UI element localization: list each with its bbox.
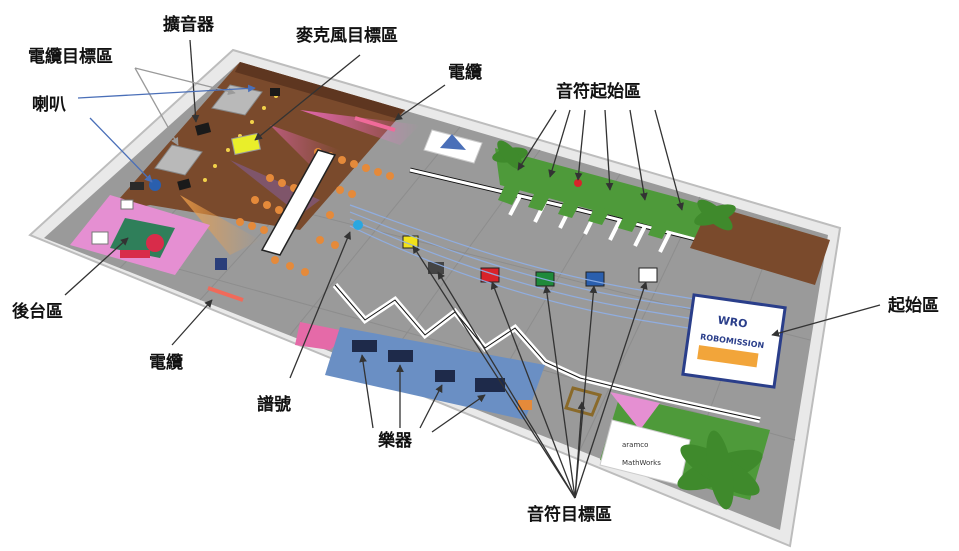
label-horn: 喇叭 <box>32 94 66 115</box>
label-note-start: 音符起始區 <box>556 81 641 102</box>
sponsor-1: aramco <box>622 441 648 449</box>
label-note-target: 音符目標區 <box>527 504 612 525</box>
lane-left <box>260 149 337 256</box>
score-mark-object <box>353 220 363 230</box>
label-cable-target: 電纜目標區 <box>28 46 113 67</box>
note-white <box>638 267 658 283</box>
labels: 擴音器 麥克風目標區 電纜目標區 喇叭 電纜 音符起始區 後台區 電纜 譜號 樂… <box>12 14 939 525</box>
label-start-area: 起始區 <box>887 295 939 316</box>
label-microphone-target: 麥克風目標區 <box>295 25 398 46</box>
note-blue <box>585 271 605 287</box>
amplifier-2 <box>177 178 192 191</box>
start-area-board <box>681 293 787 389</box>
robot <box>564 386 603 417</box>
palm-tree-top <box>492 140 736 231</box>
sponsor-2: MathWorks <box>622 459 661 467</box>
label-speaker-amp: 擴音器 <box>163 14 215 35</box>
label-backstage: 後台區 <box>12 301 63 322</box>
amplifier-1 <box>194 122 212 136</box>
label-score-mark: 譜號 <box>257 394 291 415</box>
stage-lights <box>203 94 278 182</box>
score-staff <box>349 204 701 331</box>
board-logo-title: WRO <box>717 314 748 331</box>
label-cable-top: 電纜 <box>448 62 482 83</box>
label-cable-bottom: 電纜 <box>149 352 183 373</box>
label-instruments: 樂器 <box>378 430 413 451</box>
microphone-target-zone <box>231 132 261 156</box>
cable-object-bottom <box>207 286 244 302</box>
annotation-arrows <box>64 39 881 499</box>
cable-object-top <box>354 116 396 132</box>
field: WRO ROBOMISSION aramco MathWorks <box>28 48 842 548</box>
speaker-box-2 <box>154 144 203 176</box>
palm-tree-bottom <box>677 430 763 510</box>
